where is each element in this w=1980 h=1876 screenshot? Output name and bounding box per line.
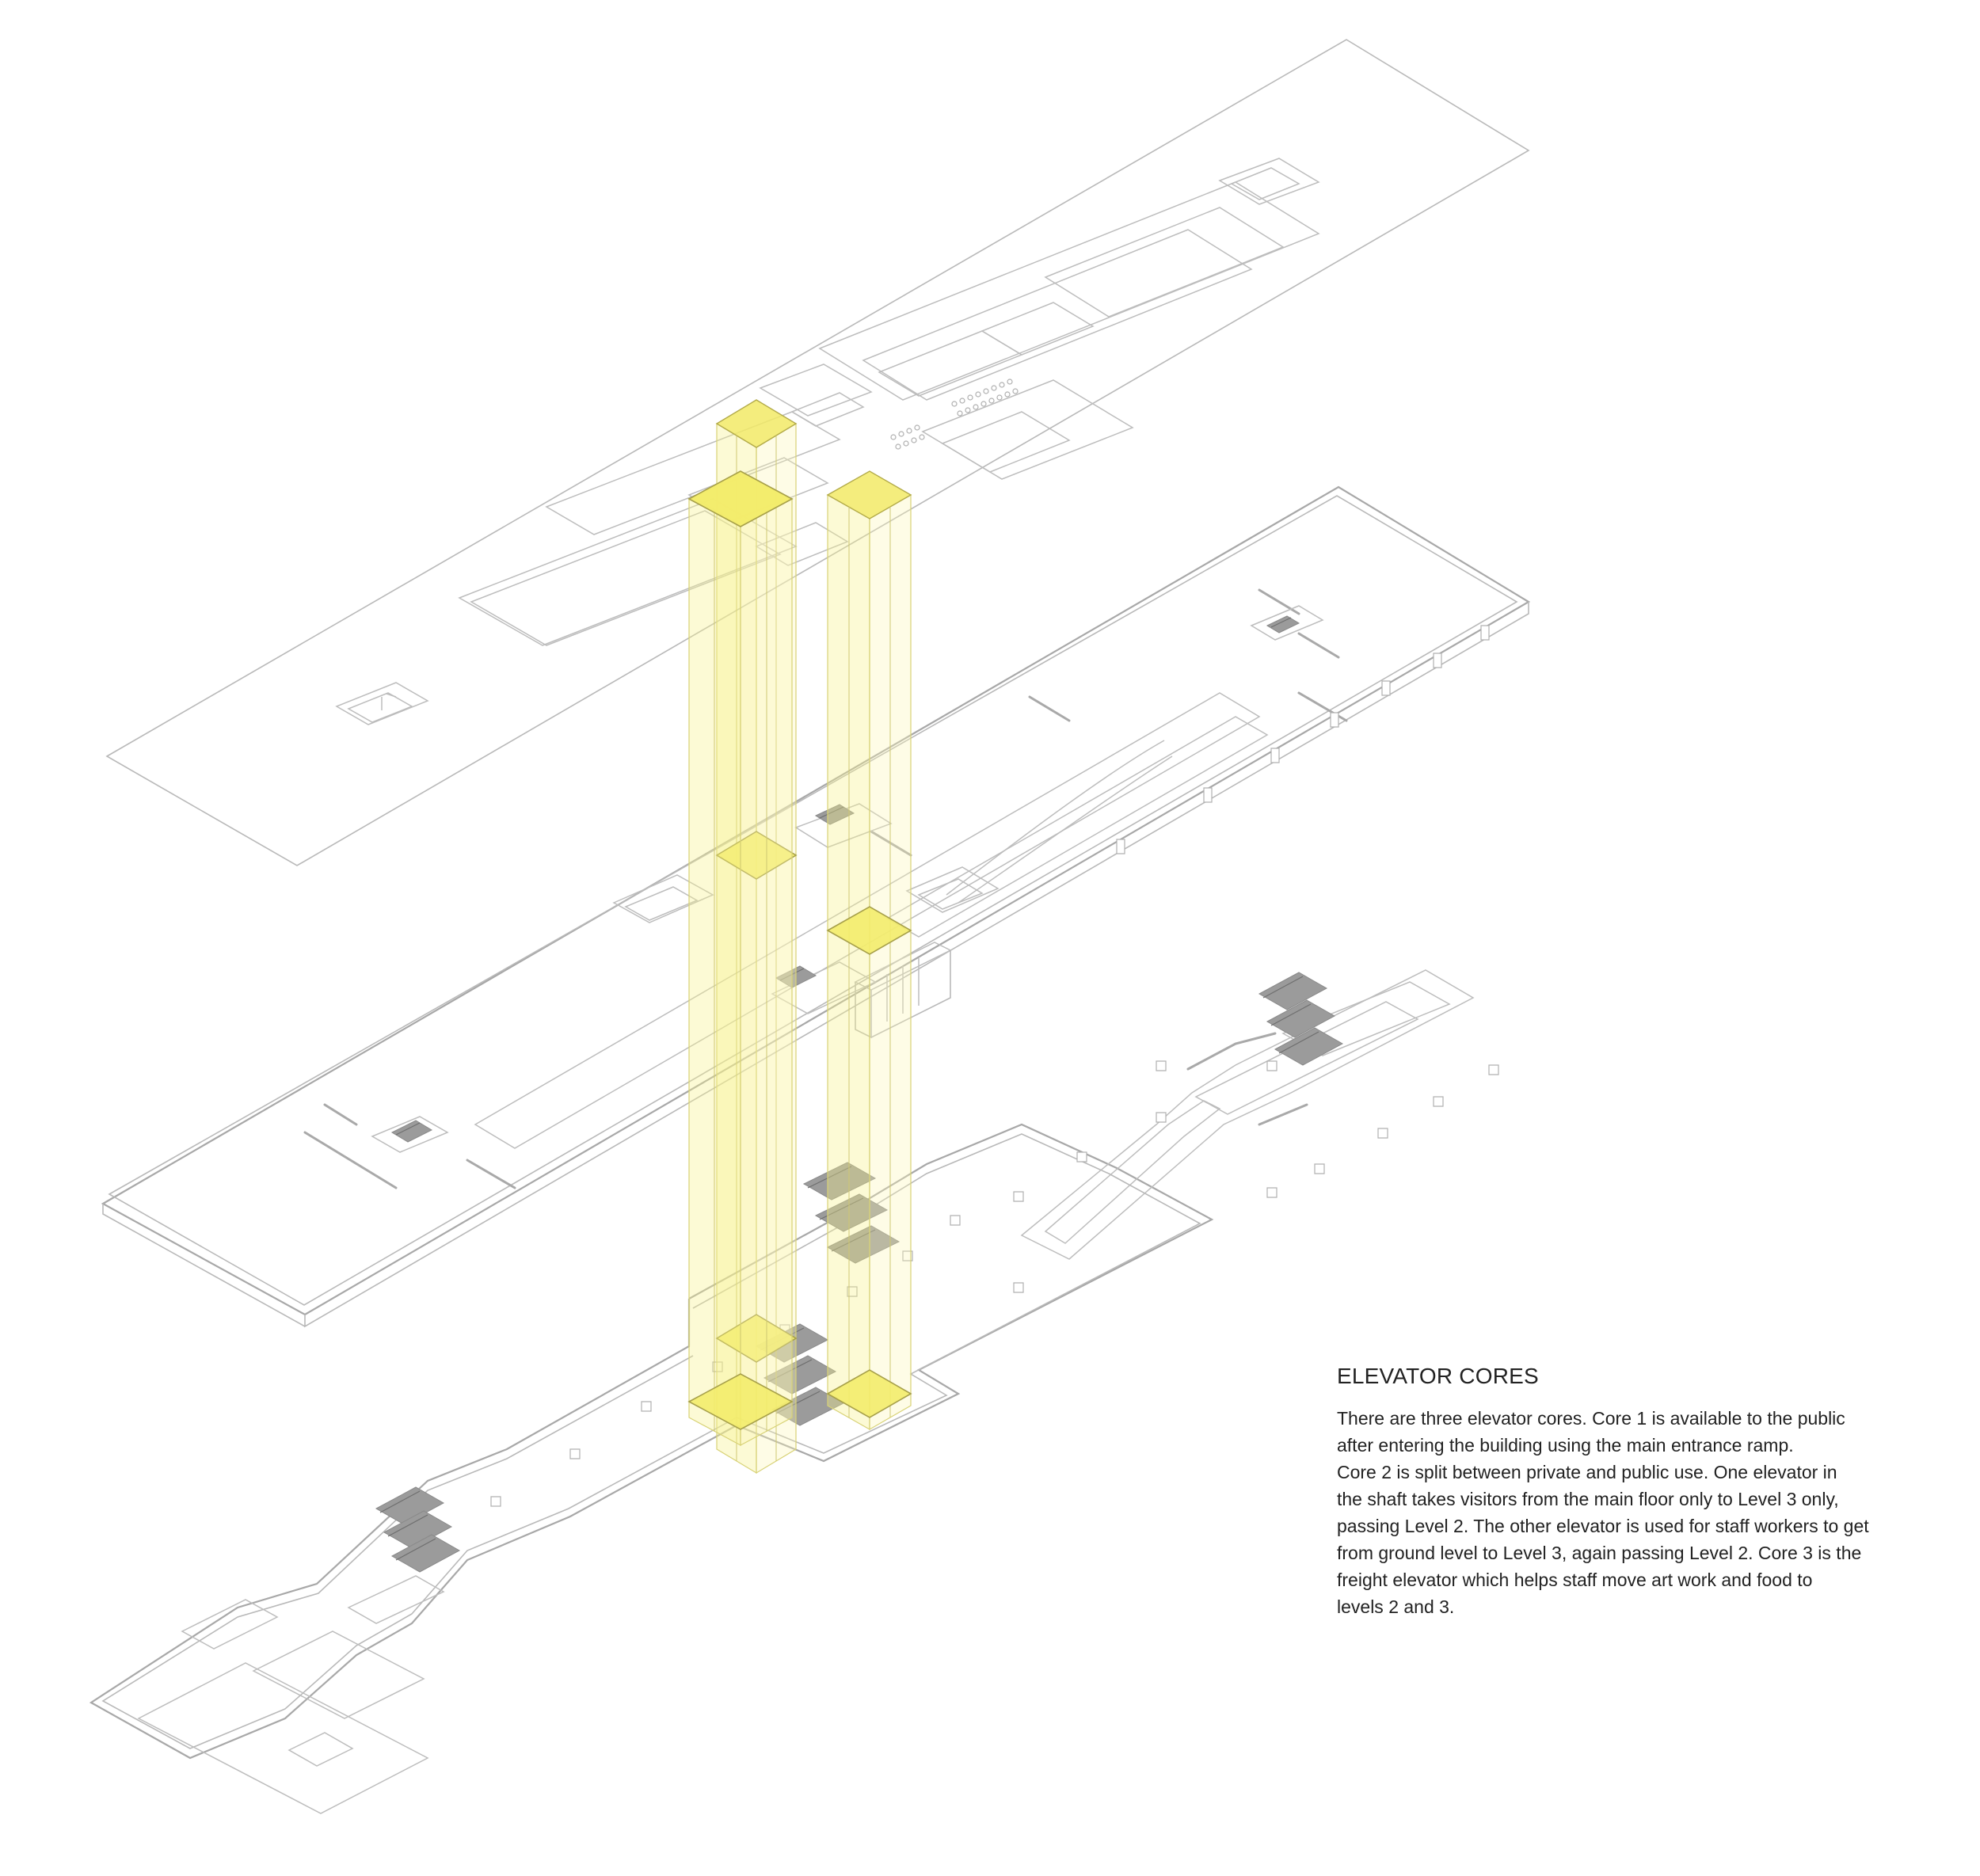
core-3 xyxy=(828,471,911,1429)
core-2-cab-level-3 xyxy=(689,471,792,527)
caption-body: There are three elevator cores. Core 1 i… xyxy=(1337,1408,1869,1617)
caption-title: ELEVATOR CORES xyxy=(1337,1364,1539,1388)
roof-level-plate xyxy=(107,40,1529,866)
level-2-stair-c xyxy=(816,805,854,824)
level-2-stair-b xyxy=(392,1121,432,1142)
ground-stair-d xyxy=(1259,972,1342,1065)
core-1-cab-ground xyxy=(717,1315,796,1362)
ground-level-plate xyxy=(91,970,1498,1813)
level-2-stair-a xyxy=(1267,616,1299,633)
caption: ELEVATOR CORES There are three elevator … xyxy=(1337,1364,1939,1620)
core-2-cab-ground xyxy=(689,1374,792,1429)
core-3-cab-level-2 xyxy=(828,907,911,954)
ground-stair-a xyxy=(376,1487,459,1572)
level-2-plate xyxy=(103,487,1529,1326)
seating-rows xyxy=(891,379,1018,449)
core-1-cab-level-2 xyxy=(717,831,796,879)
core-3-cab-ground xyxy=(828,1370,911,1417)
core-2 xyxy=(689,471,792,1445)
